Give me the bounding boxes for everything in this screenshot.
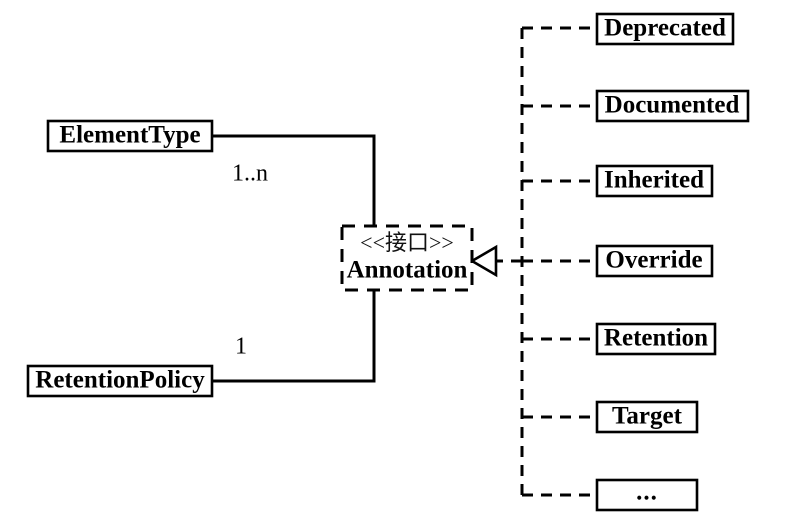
class-box-deprecated[interactable]: Deprecated	[595, 12, 735, 46]
class-box-override-label: Override	[605, 247, 702, 274]
interface-box-annotation[interactable]: <<接口>> Annotation	[340, 224, 474, 292]
interface-name-label: Annotation	[347, 257, 468, 284]
class-box-retentionpolicy[interactable]: RetentionPolicy	[26, 364, 214, 398]
class-box-elementtype[interactable]: ElementType	[46, 119, 214, 153]
class-box-documented[interactable]: Documented	[595, 89, 750, 123]
class-box-deprecated-rect	[595, 12, 735, 46]
class-box-retentionpolicy-rect	[26, 364, 214, 398]
class-box-inherited-rect	[595, 164, 714, 198]
class-box-documented-label: Documented	[605, 92, 740, 119]
interface-box-annotation-rect	[340, 224, 474, 292]
class-box-documented-rect	[595, 89, 750, 123]
class-box-target-label: Target	[612, 403, 683, 430]
class-box-elementtype-label: ElementType	[59, 122, 200, 149]
class-box-target-rect	[595, 400, 699, 434]
class-box-elementtype-rect	[46, 119, 214, 153]
class-box-inherited[interactable]: Inherited	[595, 164, 714, 198]
class-box-target[interactable]: Target	[595, 400, 699, 434]
interface-stereotype-label: <<接口>>	[360, 230, 454, 255]
class-box-deprecated-label: Deprecated	[604, 15, 726, 42]
class-box-retention-rect	[595, 322, 717, 356]
multiplicity-label-retentionpolicy: 1	[235, 334, 247, 360]
association-elementtype-annotation	[212, 134, 376, 228]
class-box-override-rect	[595, 244, 714, 278]
realization-hollow-triangle-arrowhead	[469, 244, 498, 278]
class-box-override[interactable]: Override	[595, 244, 714, 278]
class-box-more-rect	[595, 478, 699, 512]
class-box-more[interactable]: ...	[595, 478, 699, 512]
class-box-inherited-label: Inherited	[604, 167, 704, 194]
association-retentionpolicy-annotation	[212, 290, 376, 383]
multiplicity-label-elementtype: 1..n	[232, 161, 268, 187]
class-box-retention[interactable]: Retention	[595, 322, 717, 356]
class-box-more-label: ...	[636, 479, 658, 506]
class-box-retention-label: Retention	[604, 325, 708, 352]
class-box-retentionpolicy-label: RetentionPolicy	[35, 367, 205, 394]
